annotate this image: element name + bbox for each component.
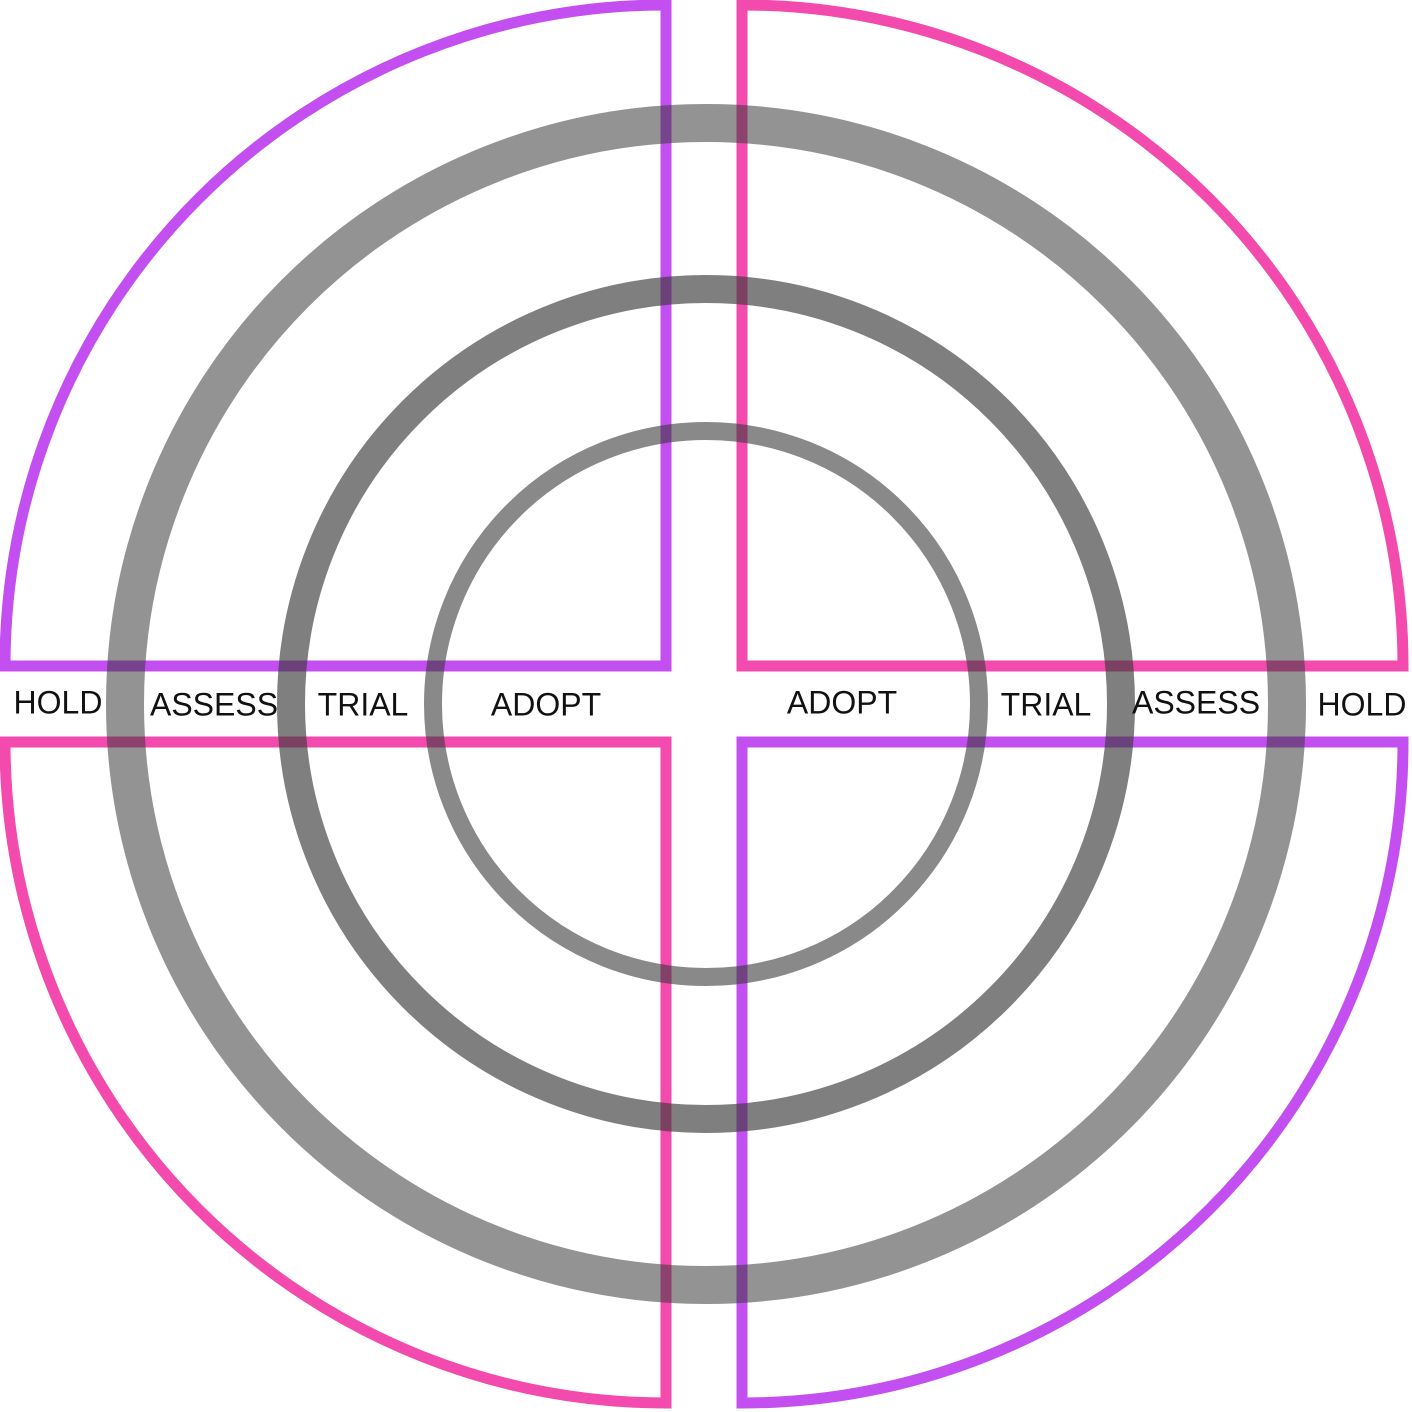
ring-boundary-assess-hold (106, 104, 1306, 1304)
ring-boundary-adopt-trial (424, 422, 988, 986)
label-right-trial: TRIAL (1001, 686, 1092, 722)
label-left-assess: ASSESS (150, 686, 278, 722)
label-right-adopt: ADOPT (787, 684, 897, 720)
label-right-assess: ASSESS (1132, 684, 1260, 720)
quadrant-top-left[interactable] (0, 0, 672, 672)
quadrant-bottom-right[interactable] (736, 736, 1409, 1409)
label-right-hold: HOLD (1318, 686, 1407, 722)
label-left-hold: HOLD (14, 684, 103, 720)
label-left-adopt: ADOPT (491, 686, 601, 722)
quadrant-top-right[interactable] (736, 0, 1409, 672)
quadrant-bottom-left[interactable] (0, 736, 672, 1409)
label-left-trial: TRIAL (318, 686, 409, 722)
ring-boundary-trial-assess (277, 275, 1135, 1133)
